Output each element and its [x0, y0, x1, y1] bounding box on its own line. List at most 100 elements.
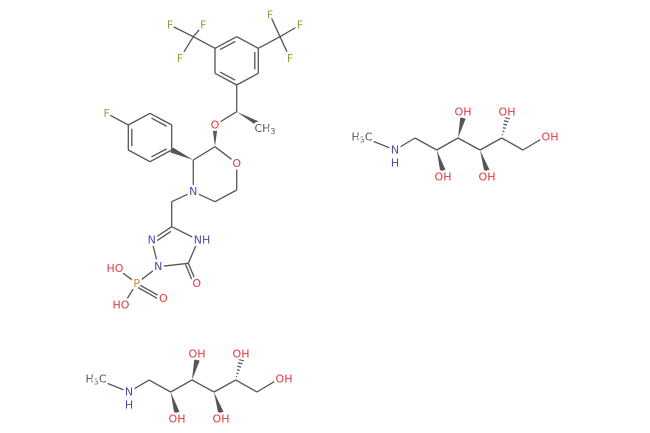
bond: [191, 379, 215, 393]
hashed-wedge-bond: [237, 362, 243, 365]
wedge-bond: [458, 117, 466, 138]
fluorine-label: F: [287, 52, 293, 65]
bond: [414, 137, 438, 151]
bond: [192, 36, 216, 49]
bond: [127, 112, 151, 126]
methyl-label: H3C: [85, 372, 106, 386]
bond: [394, 137, 416, 151]
hydroxyl-label: OH: [189, 348, 206, 361]
phosphorus-label: P: [133, 277, 140, 290]
bond: [369, 139, 396, 151]
bond: [103, 381, 130, 393]
bond: [151, 239, 159, 267]
bond: [214, 111, 238, 126]
fluorine-label: F: [177, 52, 183, 65]
phosphoryl-oxygen-label: O: [159, 292, 168, 305]
bond: [436, 137, 459, 151]
wedge-bond: [170, 147, 194, 160]
hydroxyl-label: OH: [233, 348, 250, 361]
fluorine-label: F: [167, 19, 173, 32]
meglumine-bonds: [103, 358, 278, 414]
hashed-wedge-bond: [503, 123, 508, 126]
hydroxyl-label: OH: [479, 171, 496, 184]
hydroxyl-label: OH: [213, 413, 230, 426]
bond: [192, 24, 204, 38]
wedge-bond: [214, 392, 224, 414]
bond: [214, 36, 238, 49]
bond: [136, 282, 164, 299]
double-bond-line: [156, 230, 172, 242]
morpholine-oxygen-label: O: [232, 157, 241, 170]
fluorine-label: F: [104, 107, 110, 120]
fluorine-label: F: [200, 19, 206, 32]
bond: [214, 189, 238, 203]
bond: [170, 379, 193, 393]
wedge-bond: [480, 150, 490, 172]
bond: [522, 137, 544, 151]
bond: [279, 24, 301, 38]
wedge-bond: [212, 125, 218, 147]
bond: [236, 36, 259, 49]
bond: [235, 379, 258, 393]
wedge-bond: [170, 392, 180, 414]
morpholine-nitrogen-label: N: [189, 185, 197, 198]
bond: [149, 112, 173, 126]
hydroxyl-label: OH: [276, 373, 293, 386]
hashed-wedge-bond: [503, 120, 509, 123]
bond: [187, 239, 199, 264]
wedge-bond: [436, 150, 446, 172]
amine-nitrogen-label: N: [125, 386, 133, 399]
bond: [501, 137, 524, 151]
bond: [257, 36, 281, 49]
bond: [179, 36, 194, 59]
bond: [187, 263, 198, 284]
ether-oxygen-label: O: [211, 119, 220, 132]
double-bond-line: [184, 264, 195, 285]
hashed-wedge-bond: [502, 127, 506, 129]
wedge-bond: [192, 359, 200, 380]
wedge-bond: [236, 111, 264, 129]
bond: [136, 266, 159, 284]
amine-nitrogen-label: N: [391, 144, 399, 157]
bond: [106, 112, 129, 126]
double-bond-line: [219, 40, 236, 51]
fosaprepitant-molecule: F F F F F F F O CH3 O N N N NH O P HO HO…: [101, 6, 306, 314]
triazole-nitrogen-label: N: [148, 234, 156, 247]
double-bond-line: [219, 71, 236, 81]
bond: [148, 379, 172, 393]
hydroxyl-label: OH: [542, 131, 559, 144]
bond: [256, 379, 278, 393]
bond: [192, 146, 216, 161]
bond: [158, 262, 189, 268]
amine-hydrogen-label: H: [125, 399, 133, 412]
bond: [279, 36, 291, 59]
hydroxyl-label: OH: [435, 171, 452, 184]
hydroxyl-label: HO: [107, 262, 124, 275]
methyl-label: CH3: [254, 122, 275, 136]
hashed-wedge-bond: [238, 358, 244, 362]
methyl-label: H3C: [351, 130, 372, 144]
hydroxyl-label: HO: [113, 299, 130, 312]
bond: [193, 191, 216, 203]
hydroxyl-label: OH: [455, 106, 472, 119]
bond: [149, 149, 173, 163]
bond: [122, 282, 138, 306]
meglumine-bonds: [369, 116, 544, 172]
bond: [213, 379, 237, 393]
bond: [214, 72, 238, 86]
hashed-wedge-bond: [504, 116, 510, 120]
amine-hydrogen-label: H: [391, 157, 399, 170]
hydroxyl-label: OH: [169, 413, 186, 426]
bond: [214, 146, 238, 164]
hydroxyl-label: OH: [499, 106, 516, 119]
bond: [128, 379, 150, 393]
meglumine-molecule-1: H3C N H OH OH OH OH OH: [349, 103, 561, 186]
fosaprepitant-bonds: [106, 14, 301, 306]
bond: [457, 137, 481, 151]
meglumine-molecule-2: H3C N H OH OH OH OH OH: [83, 345, 295, 428]
carbonyl-oxygen-label: O: [192, 277, 201, 290]
hashed-wedge-bond: [237, 365, 242, 368]
bond: [171, 226, 199, 241]
bond: [479, 137, 503, 151]
